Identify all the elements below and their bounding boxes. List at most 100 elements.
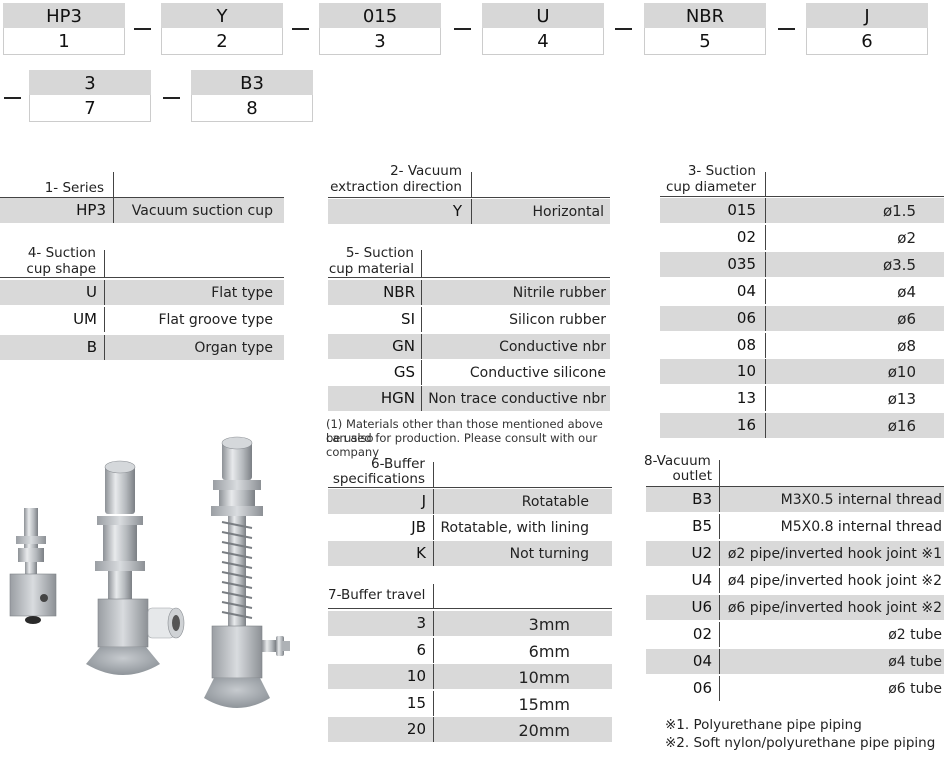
row-code: Y <box>452 202 462 220</box>
row-code: GS <box>393 363 415 381</box>
table-caption: 4- Suction <box>27 245 96 261</box>
divider <box>765 305 766 331</box>
table-row: 6 6mm <box>328 637 612 663</box>
divider <box>719 514 720 539</box>
divider <box>104 250 105 278</box>
row-code: B <box>86 338 97 356</box>
row-desc: ø1.5 <box>882 202 916 220</box>
row-code: 10 <box>736 362 756 381</box>
table-caption: 2- Vacuum <box>390 163 462 179</box>
divider <box>719 568 720 593</box>
row-code: 16 <box>736 416 756 435</box>
divider <box>433 515 434 540</box>
row-code: K <box>416 544 426 562</box>
separator-dash <box>163 97 180 99</box>
row-desc: Not turning <box>509 546 589 562</box>
row-desc: 10mm <box>518 668 570 687</box>
row-code: 13 <box>736 389 756 408</box>
table-caption: cup shape <box>26 261 96 277</box>
row-desc: Rotatable <box>521 494 589 510</box>
row-desc: Conductive silicone rubber <box>469 365 606 408</box>
code-label: Y <box>161 3 283 28</box>
row-code: 15 <box>406 693 426 712</box>
row-code: HGN <box>380 389 415 407</box>
row-desc: ø6 pipe/inverted hook joint ※2 <box>727 600 942 616</box>
table-row: 16 ø16 <box>660 413 944 439</box>
row-desc: 6mm <box>528 641 570 661</box>
table-caption: outlet <box>672 468 712 484</box>
code-box-4: U 4 <box>482 3 604 57</box>
row-desc: Horizontal <box>532 204 604 220</box>
divider <box>719 676 720 701</box>
divider <box>660 196 944 197</box>
row-code: U4 <box>691 571 712 589</box>
row-code: U2 <box>691 544 712 562</box>
code-number: 6 <box>806 28 928 55</box>
divider <box>646 486 944 487</box>
divider <box>433 611 434 636</box>
table-row: 015 ø1.5 <box>660 198 944 223</box>
separator-dash <box>615 28 632 30</box>
row-desc: ø2 <box>897 228 916 247</box>
row-code: GN <box>392 337 415 355</box>
row-desc: Flat groove type <box>158 312 273 328</box>
divider <box>104 307 105 332</box>
row-code: 06 <box>736 308 756 327</box>
divider <box>421 250 422 278</box>
row-desc: ø8 <box>897 336 916 355</box>
table-row: HGN Non trace conductive nbr <box>328 386 610 411</box>
code-label: J <box>806 3 928 28</box>
divider <box>433 717 434 742</box>
row-desc: ø6 <box>897 309 916 328</box>
row-desc: Organ type <box>194 340 273 356</box>
row-desc: Non trace conductive nbr <box>428 391 606 407</box>
row-desc: Rotatable, with lining <box>440 520 589 536</box>
divider <box>328 608 612 609</box>
divider <box>421 360 422 385</box>
row-code: 015 <box>727 201 756 219</box>
divider <box>765 386 766 412</box>
divider <box>0 197 284 198</box>
divider <box>328 197 610 198</box>
divider <box>719 595 720 620</box>
row-code: UM <box>73 310 97 328</box>
row-code: 6 <box>416 640 426 659</box>
divider <box>765 172 766 197</box>
table-caption: 5- Suction <box>345 245 414 261</box>
row-code: J <box>421 492 426 510</box>
divider <box>765 413 766 439</box>
table-row: JB Rotatable, with lining <box>328 515 612 540</box>
divider <box>433 584 434 609</box>
divider <box>421 280 422 305</box>
table-row: NBR Nitrile rubber <box>328 280 610 305</box>
row-desc: ø16 <box>887 417 916 436</box>
code-box-8: B3 8 <box>191 70 313 124</box>
separator-dash <box>134 28 151 30</box>
row-code: 08 <box>736 335 756 354</box>
divider <box>471 172 472 198</box>
separator-dash <box>778 28 795 30</box>
small-vacuum-pad <box>9 508 57 624</box>
product-illustration <box>9 436 290 708</box>
row-desc: ø4 tube <box>888 654 942 670</box>
row-code: 02 <box>692 625 712 643</box>
code-box-1: HP3 1 <box>3 3 125 57</box>
divider <box>104 280 105 305</box>
row-desc: ø3.5 <box>882 255 916 274</box>
material-note: be used for production. Please consult w… <box>326 431 598 459</box>
code-number: 4 <box>482 28 604 55</box>
code-label: NBR <box>644 3 766 28</box>
table-caption: cup material <box>328 261 414 277</box>
row-code: 02 <box>736 227 756 246</box>
code-number: 1 <box>3 28 125 55</box>
divider <box>328 487 612 488</box>
divider <box>421 307 422 332</box>
separator-dash <box>4 97 21 99</box>
row-desc: Flat type <box>211 285 273 301</box>
